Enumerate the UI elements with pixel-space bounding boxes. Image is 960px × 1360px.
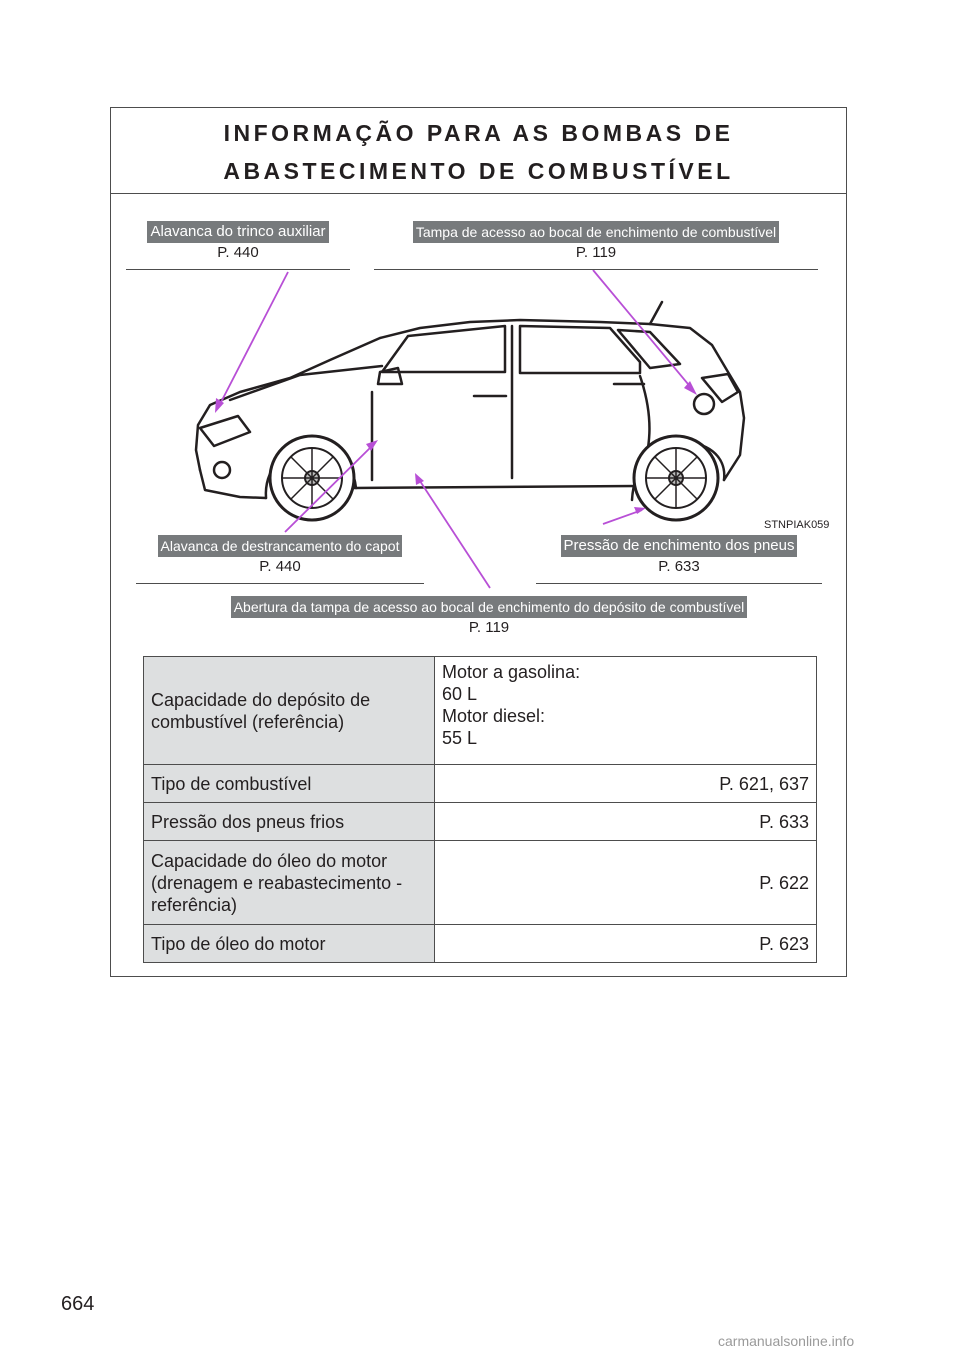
row-value: P. 621, 637	[434, 764, 817, 803]
callout-rule	[374, 269, 818, 270]
fuel-info-table: Capacidade do depósito de combustível (r…	[143, 656, 817, 963]
row-label: Tipo de óleo do motor	[143, 924, 435, 963]
row-value: Motor a gasolina: 60 L Motor diesel: 55 …	[434, 656, 817, 765]
callout-page-ref: P. 119	[468, 619, 510, 636]
section-title: INFORMAÇÃO PARA AS BOMBAS DE ABASTECIMEN…	[111, 108, 846, 194]
title-line-1: INFORMAÇÃO PARA AS BOMBAS DE	[223, 120, 734, 146]
callout-hood-release: Alavanca de destrancamento do capot P. 4…	[136, 535, 424, 584]
callout-rule	[126, 269, 350, 270]
title-line-2: ABASTECIMENTO DE COMBUSTÍVEL	[223, 158, 734, 184]
wheels	[268, 434, 720, 522]
value-line: 55 L	[442, 728, 478, 748]
row-label: Capacidade do depósito de combustível (r…	[143, 656, 435, 765]
row-label: Pressão dos pneus frios	[143, 802, 435, 841]
callout-page-ref: P. 440	[259, 558, 301, 575]
pointer-lines	[217, 269, 694, 589]
pointer-fuel-door	[592, 269, 694, 391]
rear-wheel-spokes	[646, 448, 706, 508]
value-line: Motor diesel:	[442, 706, 546, 726]
callout-page-ref: P. 633	[658, 558, 700, 575]
table-row: Pressão dos pneus frios P. 633	[143, 802, 817, 841]
row-label: Capacidade do óleo do motor (drenagem e …	[143, 840, 435, 925]
row-value: P. 633	[434, 802, 817, 841]
pointer-arrowheads	[215, 381, 697, 514]
callout-label: Pressão de enchimento dos pneus	[560, 535, 798, 557]
value-line: 60 L	[442, 684, 478, 704]
row-value: P. 623	[434, 924, 817, 963]
row-value: P. 622	[434, 840, 817, 925]
pointer-hood-release	[284, 443, 375, 533]
callout-rule	[536, 583, 822, 584]
pointer-aux-latch	[217, 271, 289, 409]
figure-code: STNPIAK059	[764, 519, 830, 531]
watermark: carmanualsonline.info	[718, 1333, 855, 1349]
page-number: 664	[61, 1293, 95, 1315]
callout-page-ref: P. 119	[575, 244, 617, 261]
row-label: Tipo de combustível	[143, 764, 435, 803]
callout-label: Alavanca do trinco auxiliar	[147, 221, 329, 243]
callout-page-ref: P. 440	[217, 244, 259, 261]
front-wheel-spokes	[282, 448, 342, 508]
value-line: Motor a gasolina:	[442, 662, 581, 682]
callout-label: Abertura da tampa de acesso ao bocal de …	[230, 596, 748, 618]
callout-fuel-door-opener: Abertura da tampa de acesso ao bocal de …	[160, 596, 818, 638]
callout-label: Tampa de acesso ao bocal de enchimento d…	[412, 221, 780, 243]
callout-fuel-door: Tampa de acesso ao bocal de enchimento d…	[374, 221, 818, 270]
fuel-info-box: INFORMAÇÃO PARA AS BOMBAS DE ABASTECIMEN…	[110, 107, 847, 977]
table-row: Capacidade do óleo do motor (drenagem e …	[143, 840, 817, 925]
pointer-fuel-door-opener	[417, 477, 491, 589]
callout-label: Alavanca de destrancamento do capot	[157, 535, 403, 557]
callout-rule	[136, 583, 424, 584]
table-row: Tipo de combustível P. 621, 637	[143, 764, 817, 803]
callout-tire-pressure: Pressão de enchimento dos pneus P. 633	[536, 535, 822, 584]
table-row: Capacidade do depósito de combustível (r…	[143, 656, 817, 765]
table-row: Tipo de óleo do motor P. 623	[143, 924, 817, 963]
callout-aux-latch: Alavanca do trinco auxiliar P. 440	[126, 221, 350, 270]
pointer-tire-pressure	[602, 509, 643, 525]
